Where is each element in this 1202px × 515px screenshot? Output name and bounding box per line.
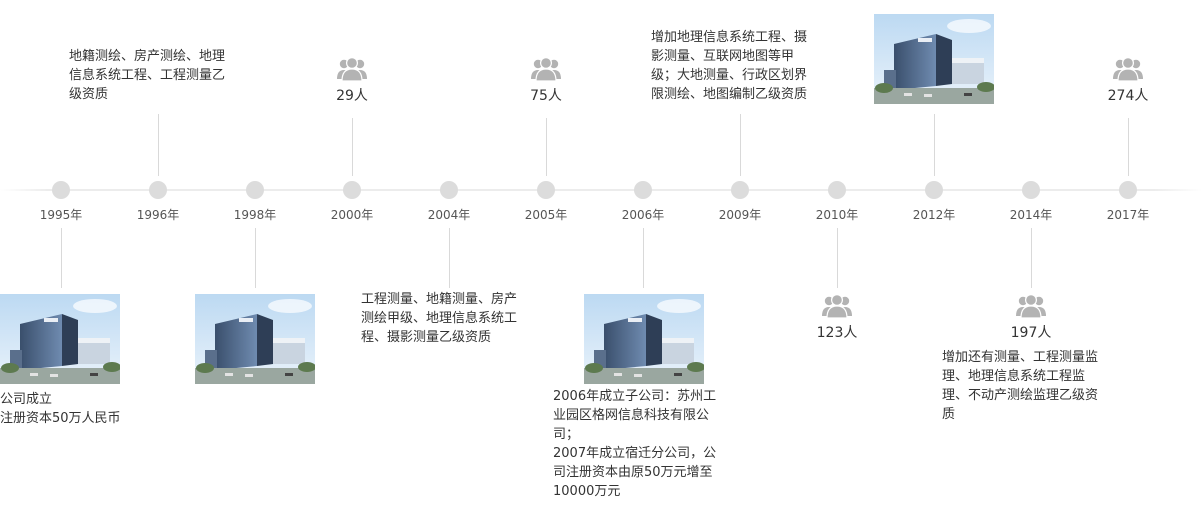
building-photo [584, 294, 705, 388]
timeline-dot [440, 181, 458, 199]
timeline-dot [537, 181, 555, 199]
connector-line [255, 228, 256, 288]
timeline-dot [149, 181, 167, 199]
description-line: 级资质 [69, 87, 109, 102]
year-label: 2009年 [718, 208, 762, 222]
milestone-description: 地籍测绘、房产测绘、地理信息系统工程、工程测量乙级资质 [69, 47, 249, 104]
description-line: 司注册资本由原50万元增至 [553, 465, 713, 480]
people-icon [1088, 55, 1168, 83]
people-icon-svg [1113, 56, 1143, 82]
year-label: 1996年 [136, 208, 180, 222]
year-label: 1998年 [233, 208, 277, 222]
connector-line [61, 228, 62, 288]
milestone-description: 增加还有测量、工程测量监理、地理信息系统工程监理、不动产测绘监理乙级资质 [942, 348, 1122, 424]
year-label: 2000年 [330, 208, 374, 222]
timeline-dot [634, 181, 652, 199]
milestone-description: 工程测量、地籍测量、房产测绘甲级、地理信息系统工程、摄影测量乙级资质 [361, 290, 546, 347]
connector-line [837, 228, 838, 288]
description-line: 级；大地测量、行政区划界 [651, 68, 808, 83]
year-label: 2012年 [912, 208, 956, 222]
description-line: 2007年成立宿迁分公司，公 [553, 446, 717, 461]
timeline-dot [828, 181, 846, 199]
description-line: 注册资本50万人民币 [0, 411, 121, 426]
description-line: 限测绘、地图编制乙级资质 [651, 87, 808, 102]
description-line: 测绘甲级、地理信息系统工 [361, 311, 518, 326]
year-label: 2006年 [621, 208, 665, 222]
headcount-value: 274人 [1107, 88, 1149, 104]
timeline-dot [731, 181, 749, 199]
milestone-description: 2006年成立子公司：苏州工业园区格网信息科技有限公司； 2007年成立宿迁分公司… [553, 387, 738, 501]
people-icon [506, 55, 586, 83]
connector-line [546, 118, 547, 176]
headcount-value: 123人 [816, 325, 858, 341]
headcount: 75人 [506, 55, 586, 105]
timeline-dot [246, 181, 264, 199]
year-label: 2004年 [427, 208, 471, 222]
description-line: 信息系统工程、工程测量乙 [69, 68, 226, 83]
description-line: 程、摄影测量乙级资质 [361, 330, 492, 345]
year-label: 2010年 [815, 208, 859, 222]
people-icon-svg [531, 56, 561, 82]
connector-line [740, 114, 741, 176]
description-line: 增加地理信息系统工程、摄 [651, 30, 808, 45]
description-line: 理、地理信息系统工程监 [942, 369, 1086, 384]
people-icon-svg [1016, 293, 1046, 319]
building-photo [874, 14, 995, 108]
timeline-axis [0, 189, 1202, 191]
people-icon [797, 292, 877, 320]
description-line: 影测量、互联网地图等甲 [651, 49, 795, 64]
description-line: 10000万元 [553, 484, 621, 499]
timeline-dot [1022, 181, 1040, 199]
connector-line [449, 228, 450, 288]
connector-line [1128, 118, 1129, 176]
people-icon [991, 292, 1071, 320]
description-line: 业园区格网信息科技有限公 [553, 408, 710, 423]
year-label: 1995年 [39, 208, 83, 222]
headcount-value: 197人 [1010, 325, 1052, 341]
timeline-dot [925, 181, 943, 199]
building-photo [195, 294, 316, 388]
headcount: 197人 [991, 292, 1071, 342]
building-photo [0, 294, 121, 388]
description-line: 工程测量、地籍测量、房产 [361, 292, 518, 307]
description-line: 2006年成立子公司：苏州工 [553, 389, 717, 404]
headcount-value: 75人 [530, 88, 562, 104]
description-line: 增加还有测量、工程测量监 [942, 350, 1099, 365]
milestone-description: 增加地理信息系统工程、摄影测量、互联网地图等甲级；大地测量、行政区划界限测绘、地… [651, 28, 836, 104]
description-line: 公司成立 [0, 392, 53, 407]
timeline-dot [1119, 181, 1137, 199]
headcount: 29人 [312, 55, 392, 105]
headcount: 274人 [1088, 55, 1168, 105]
year-label: 2014年 [1009, 208, 1053, 222]
description-line: 质 [942, 407, 956, 422]
year-label: 2017年 [1106, 208, 1150, 222]
people-icon-svg [337, 56, 367, 82]
milestone-description: 公司成立注册资本50万人民币 [0, 390, 160, 428]
people-icon [312, 55, 392, 83]
connector-line [934, 114, 935, 176]
timeline-dot [343, 181, 361, 199]
connector-line [643, 228, 644, 288]
description-line: 理、不动产测绘监理乙级资 [942, 388, 1099, 403]
connector-line [1031, 228, 1032, 288]
headcount-value: 29人 [336, 88, 368, 104]
description-line: 地籍测绘、房产测绘、地理 [69, 49, 226, 64]
people-icon-svg [822, 293, 852, 319]
timeline-dot [52, 181, 70, 199]
headcount: 123人 [797, 292, 877, 342]
connector-line [158, 114, 159, 176]
connector-line [352, 118, 353, 176]
year-label: 2005年 [524, 208, 568, 222]
description-line: 司； [553, 427, 580, 442]
